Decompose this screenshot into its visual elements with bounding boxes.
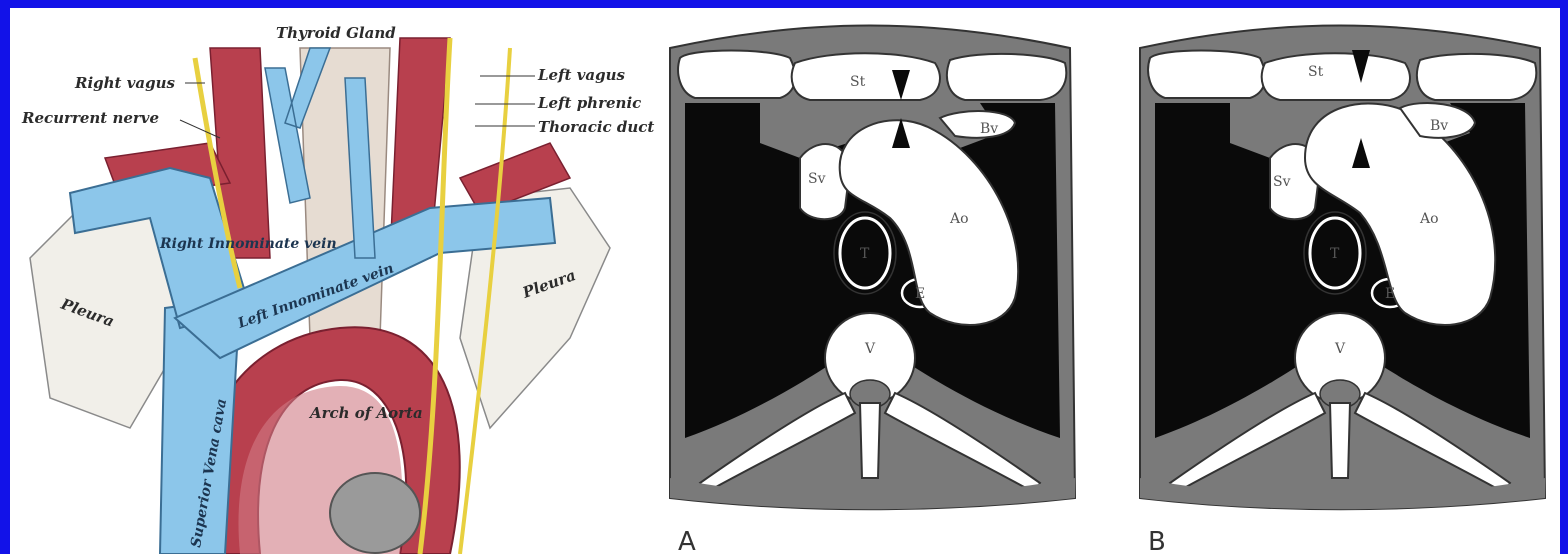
ct-diagram-b: St Bv Sv Ao T E V B <box>1140 26 1545 554</box>
ct-label-e-b: E <box>1385 286 1395 302</box>
label-right-innominate-vein: Right Innominate vein <box>159 236 337 252</box>
ct-label-t-b: T <box>1330 246 1340 262</box>
ct-label-bv-b: Bv <box>1430 118 1448 134</box>
ct-label-sv-a: Sv <box>808 171 826 187</box>
label-thyroid-gland: Thyroid Gland <box>276 24 396 42</box>
panel-letter-b: B <box>1148 527 1166 554</box>
panel-letter-a: A <box>678 527 696 554</box>
label-left-phrenic: Left phrenic <box>537 94 641 112</box>
great-vessels-drawing: Thyroid Gland Right vagus Recurrent nerv… <box>10 8 660 554</box>
ct-diagrams-panel: St Bv Sv Ao T E V A St Bv Sv Ao T E V <box>660 8 1560 554</box>
pulmonary-trunk-section <box>330 473 420 553</box>
anatomy-illustration: Thyroid Gland Right vagus Recurrent nerv… <box>10 8 660 554</box>
ct-diagram-a: St Bv Sv Ao T E V A <box>670 26 1075 554</box>
ct-label-v-b: V <box>1334 341 1346 357</box>
ct-diagrams-svg: St Bv Sv Ao T E V A St Bv Sv Ao T E V <box>660 8 1560 554</box>
ct-label-sv-b: Sv <box>1273 174 1291 190</box>
ct-label-st-b: St <box>1308 64 1324 80</box>
ct-label-t-a: T <box>860 246 870 262</box>
ct-label-bv-a: Bv <box>980 121 998 137</box>
ct-label-v-a: V <box>864 341 876 357</box>
label-left-vagus: Left vagus <box>537 66 626 84</box>
label-thoracic-duct: Thoracic duct <box>538 118 654 136</box>
label-right-vagus: Right vagus <box>74 74 176 92</box>
label-arch-of-aorta: Arch of Aorta <box>308 404 423 422</box>
ct-label-ao-a: Ao <box>949 211 969 227</box>
ct-label-st-a: St <box>850 74 866 90</box>
ct-label-ao-b: Ao <box>1419 211 1439 227</box>
ct-label-e-a: E <box>915 286 925 302</box>
label-recurrent-nerve: Recurrent nerve <box>21 109 159 127</box>
